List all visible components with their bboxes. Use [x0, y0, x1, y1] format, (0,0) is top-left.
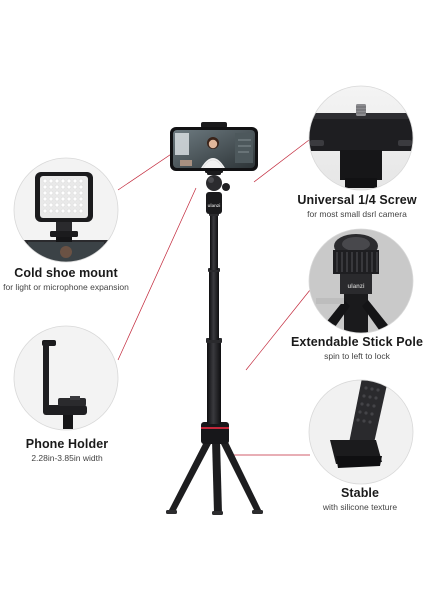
callout-subtitle: with silicone texture — [322, 502, 398, 512]
circle-holder-detail — [13, 325, 119, 431]
callout-title: Extendable Stick Pole — [290, 335, 423, 349]
svg-text:ulanzi: ulanzi — [347, 284, 364, 290]
circle-screw-detail — [308, 85, 414, 191]
connector-holder — [117, 187, 197, 361]
tripod-hub — [201, 422, 229, 444]
callout-title: Universal 1/4 Screw — [297, 193, 417, 207]
led-grid — [42, 178, 84, 214]
silicone-texture — [356, 386, 380, 424]
tripod-legs — [166, 438, 263, 515]
callout-subtitle: 2.28in-3.85in width — [31, 453, 103, 463]
circle-stable-detail — [308, 379, 414, 485]
callout-subtitle: for light or microphone expansion — [3, 282, 129, 292]
callout-subtitle: spin to left to lock — [324, 351, 390, 361]
callout-universal-screw: Universal 1/4 Screw for most small dsrl … — [290, 193, 424, 219]
circle-cold-shoe-detail — [13, 157, 119, 263]
tripod-product: ulanzi — [166, 122, 263, 515]
knurled-ring — [336, 252, 378, 272]
svg-text:ulanzi: ulanzi — [208, 203, 221, 208]
connector-pole — [245, 289, 311, 371]
callout-title: Cold shoe mount — [14, 266, 118, 280]
callout-phone-holder: Phone Holder 2.28in-3.85in width — [8, 437, 126, 463]
pole-section-top — [210, 215, 218, 270]
circle-pole-detail: ulanzi — [308, 228, 414, 334]
connector-lines — [117, 137, 311, 456]
phone — [170, 127, 258, 171]
callout-stable: Stable with silicone texture — [300, 486, 420, 512]
callout-extendable-pole: Extendable Stick Pole spin to left to lo… — [290, 335, 424, 361]
callout-cold-shoe: Cold shoe mount for light or microphone … — [0, 266, 132, 292]
callout-subtitle: for most small dsrl camera — [307, 209, 407, 219]
phone-clamp — [201, 122, 227, 128]
connector-screw — [253, 139, 310, 183]
pole-section-bottom — [207, 340, 221, 424]
ball-head: ulanzi — [206, 170, 230, 214]
callout-title: Phone Holder — [25, 437, 109, 451]
callout-title: Stable — [340, 486, 380, 500]
pole-section-middle — [209, 270, 219, 340]
